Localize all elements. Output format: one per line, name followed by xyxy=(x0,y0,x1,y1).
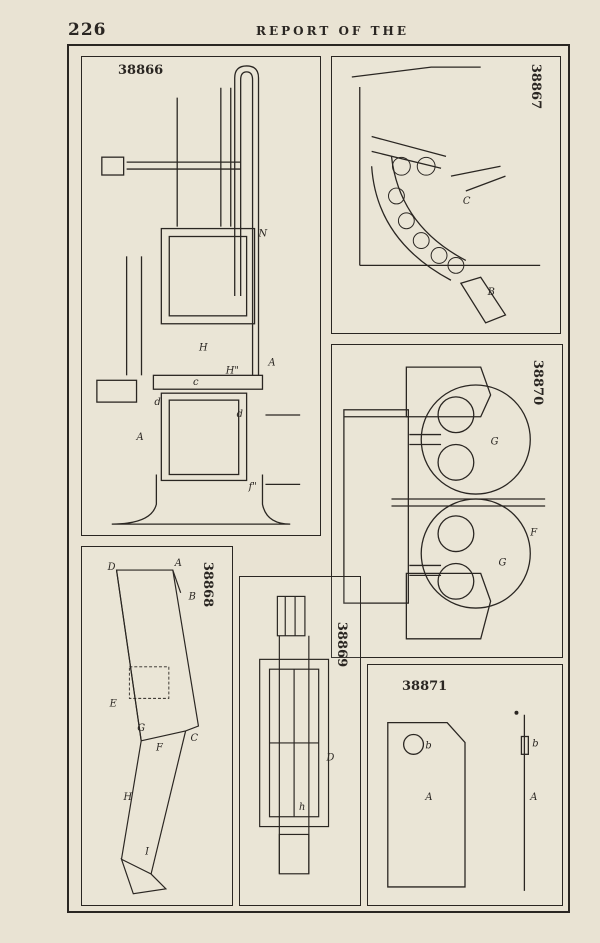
label-E: E xyxy=(109,698,118,709)
label-f-double-prime: f" xyxy=(248,481,257,492)
figure-38868-drawing: D A B E G F C H I xyxy=(107,558,200,895)
figure-38869-drawing: D h xyxy=(259,595,335,875)
figure-number-38871: 38871 xyxy=(402,679,448,694)
label-H-double-prime: H" xyxy=(225,365,239,376)
label-F: F xyxy=(155,743,164,754)
figure-38867-drawing: C B xyxy=(351,66,541,324)
label-D: D xyxy=(107,562,116,573)
figure-38870-panel: 38870 G G xyxy=(331,344,563,658)
figure-38869-panel: 38869 D h xyxy=(239,576,361,906)
label-A-rod: A xyxy=(529,792,537,803)
running-head: REPORT OF THE xyxy=(256,24,410,38)
label-h: h xyxy=(299,802,305,813)
label-B: B xyxy=(487,287,495,298)
label-b-rod: b xyxy=(532,738,538,749)
page-number: 226 xyxy=(68,20,107,40)
figure-38871-panel: 38871 b A b A xyxy=(367,664,563,906)
figure-38871-drawing: b A b A xyxy=(387,710,539,891)
label-A-plate: A xyxy=(424,792,432,803)
label-I: I xyxy=(144,846,150,857)
label-C: C xyxy=(463,196,471,207)
figure-number-38866: 38866 xyxy=(118,63,164,78)
label-H: H xyxy=(198,343,208,354)
label-B: B xyxy=(188,592,196,603)
label-A-lower: A xyxy=(136,432,144,443)
label-C: C xyxy=(191,733,199,744)
label-N: N xyxy=(258,229,268,240)
patent-drawing-plate: 38866 xyxy=(67,44,570,913)
label-G: G xyxy=(137,723,145,734)
label-b-plate: b xyxy=(425,740,431,751)
figure-38868-panel: 38868 D A B E G F C H I xyxy=(81,546,233,906)
label-H: H xyxy=(122,792,132,803)
label-d-right: d xyxy=(237,409,243,420)
label-G-lower: G xyxy=(499,557,507,568)
figure-38870-drawing: G G F xyxy=(343,366,546,640)
label-A-upper: A xyxy=(267,357,275,368)
label-A: A xyxy=(174,558,182,569)
label-G-upper: G xyxy=(491,436,499,447)
figure-38867-panel: 38867 xyxy=(331,56,561,334)
label-d-left: d xyxy=(154,397,160,408)
figure-38866-drawing: N H A H" c d d A f" xyxy=(96,65,301,525)
figure-38866-panel: 38866 xyxy=(81,56,321,536)
label-c: c xyxy=(193,377,199,388)
label-D: D xyxy=(326,753,335,764)
label-F: F xyxy=(529,528,538,539)
